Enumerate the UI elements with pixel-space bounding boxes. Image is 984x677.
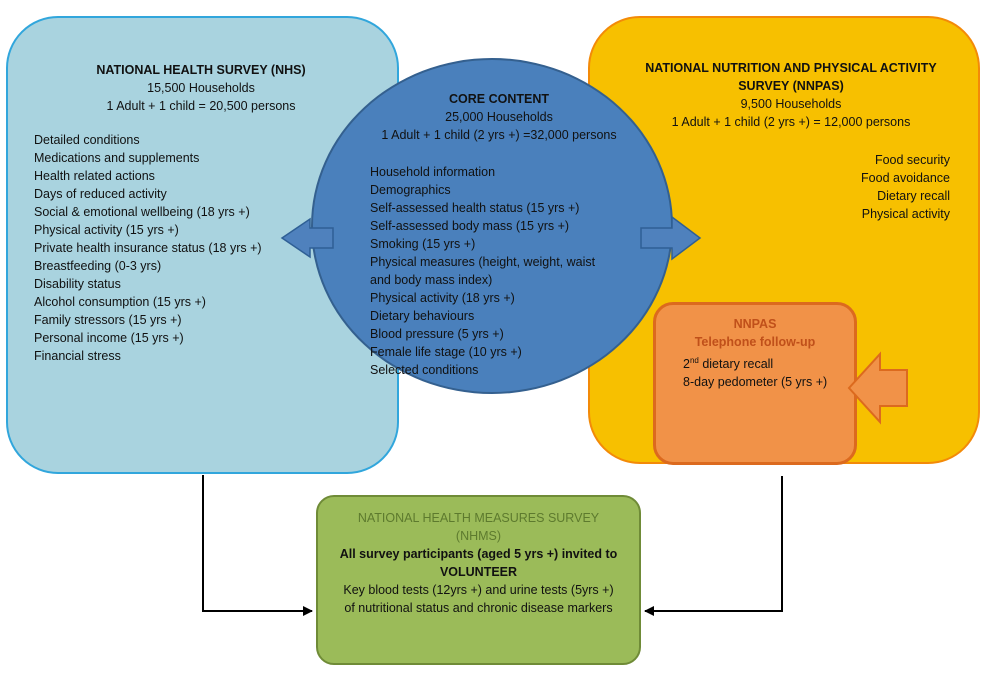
core-item: Self-assessed body mass (15 yrs +): [370, 219, 570, 233]
nhs-item: Physical activity (15 yrs +): [34, 223, 179, 237]
nhs-item: Social & emotional wellbeing (18 yrs +): [34, 205, 250, 219]
core-item: Household information: [370, 165, 496, 179]
nhms-bold-line2: VOLUNTEER: [439, 565, 518, 579]
nhms-box: [316, 495, 641, 665]
nhs-item: Disability status: [34, 277, 121, 291]
telephone-items: 2nd dietary recall 8-day pedometer (5 yr…: [683, 352, 827, 391]
nhs-item: Financial stress: [34, 349, 121, 363]
nnpas-item: Food avoidance: [861, 171, 950, 185]
nnpas-to-nhms-connector: [644, 476, 783, 616]
nhs-item: Days of reduced activity: [34, 187, 167, 201]
core-title: CORE CONTENT: [449, 92, 549, 106]
telephone-header: NNPAS Telephone follow-up: [653, 315, 857, 351]
core-item: Smoking (15 yrs +): [370, 237, 476, 251]
nhs-to-nhms-connector: [202, 475, 313, 616]
recall-superscript: nd: [689, 356, 699, 365]
nhs-item: Alcohol consumption (15 yrs +): [34, 295, 206, 309]
nhms-text-line2: of nutritional status and chronic diseas…: [344, 601, 613, 615]
core-persons: 1 Adult + 1 child (2 yrs +) =32,000 pers…: [381, 128, 617, 142]
nhs-item: Medications and supplements: [34, 151, 200, 165]
nnpas-persons: 1 Adult + 1 child (2 yrs +) = 12,000 per…: [671, 115, 911, 129]
core-content-circle: [311, 58, 673, 394]
core-item: Selected conditions: [370, 363, 479, 377]
nhs-item: Health related actions: [34, 169, 155, 183]
nhs-item: Breastfeeding (0-3 yrs): [34, 259, 162, 273]
nhs-item: Detailed conditions: [34, 133, 140, 147]
nhs-item: Family stressors (15 yrs +): [34, 313, 182, 327]
nnpas-title-line2: SURVEY (NNPAS): [738, 79, 844, 93]
nhs-persons: 1 Adult + 1 child = 20,500 persons: [106, 99, 296, 113]
nhms-text-line1: Key blood tests (12yrs +) and urine test…: [343, 583, 614, 597]
nhs-header: NATIONAL HEALTH SURVEY (NHS) 15,500 Hous…: [6, 61, 396, 115]
nnpas-title-line1: NATIONAL NUTRITION AND PHYSICAL ACTIVITY: [645, 61, 937, 75]
core-header: CORE CONTENT 25,000 Households 1 Adult +…: [340, 90, 658, 144]
core-item: Dietary behaviours: [370, 309, 475, 323]
nhms-content: NATIONAL HEALTH MEASURES SURVEY (NHMS) A…: [316, 509, 641, 617]
nhs-item: Private health insurance status (18 yrs …: [34, 241, 262, 255]
telephone-title: NNPAS: [733, 317, 777, 331]
left-block-arrow: [280, 217, 334, 259]
nhms-bold-line1: All survey participants (aged 5 yrs +) i…: [339, 547, 618, 561]
telephone-block-arrow: [847, 351, 908, 425]
core-item: Self-assessed health status (15 yrs +): [370, 201, 580, 215]
telephone-subtitle: Telephone follow-up: [694, 335, 816, 349]
core-item: and body mass index): [370, 273, 493, 287]
right-block-arrow: [640, 215, 702, 261]
recall-number: 2: [683, 357, 690, 372]
core-item: Demographics: [370, 183, 451, 197]
telephone-followup-box: [653, 302, 857, 465]
core-item: Physical activity (18 yrs +): [370, 291, 515, 305]
nnpas-item: Dietary recall: [877, 189, 950, 203]
telephone-pedometer: 8-day pedometer (5 yrs +): [683, 375, 828, 390]
recall-text: dietary recall: [698, 357, 774, 372]
nnpas-item: Physical activity: [861, 207, 950, 221]
telephone-dietary-recall: 2nd dietary recall: [683, 352, 827, 373]
nhms-title-line2: (NHMS): [455, 529, 502, 543]
nhs-item: Personal income (15 yrs +): [34, 331, 184, 345]
core-households: 25,000 Households: [445, 110, 553, 124]
core-item: Blood pressure (5 yrs +): [370, 327, 504, 341]
core-item: Physical measures (height, weight, waist: [370, 255, 596, 269]
nnpas-header: NATIONAL NUTRITION AND PHYSICAL ACTIVITY…: [620, 59, 962, 131]
nnpas-households: 9,500 Households: [740, 97, 842, 111]
nhs-households: 15,500 Households: [147, 81, 255, 95]
nhs-title: NATIONAL HEALTH SURVEY (NHS): [96, 63, 306, 77]
nnpas-item: Food security: [874, 153, 950, 167]
core-item: Female life stage (10 yrs +): [370, 345, 522, 359]
nhms-title-line1: NATIONAL HEALTH MEASURES SURVEY: [357, 511, 600, 525]
